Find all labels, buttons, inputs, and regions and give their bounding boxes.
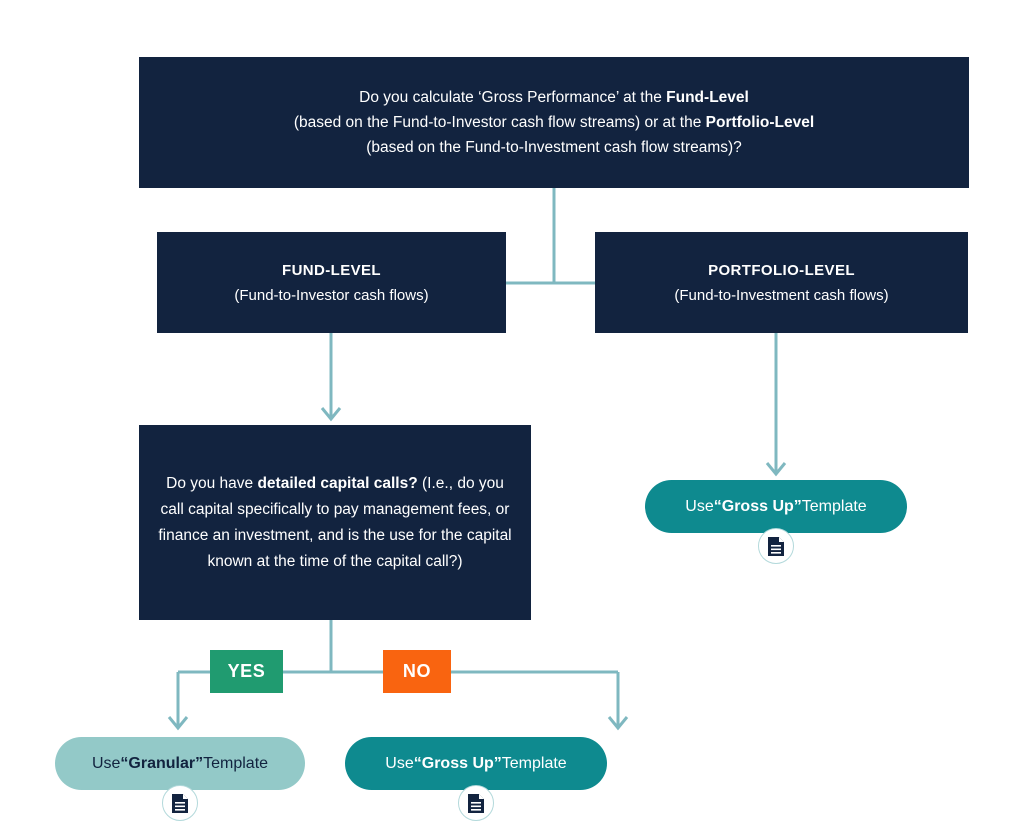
outcome-prefix: Use [385, 754, 414, 772]
outcome-prefix: Use [91, 754, 121, 772]
capital-calls-rest: (I.e., do you call capital specifically … [158, 474, 512, 570]
document-icon[interactable] [162, 785, 198, 821]
arrowhead-portfolio [765, 462, 787, 477]
question-line-2: (based on the Fund-to-Investor cash flow… [153, 110, 955, 135]
outcome-gross-up-pill[interactable]: Use “Gross Up” Template [345, 737, 607, 790]
fund-level-title: FUND-LEVEL [282, 261, 381, 279]
decision-yes-chip[interactable]: YES [210, 650, 283, 693]
document-icon[interactable] [458, 785, 494, 821]
outcome-suffix: Template [801, 497, 867, 515]
outcome-suffix: Template [203, 754, 269, 772]
document-icon-glyph [171, 793, 188, 813]
outcome-suffix: Template [501, 754, 567, 772]
question-box: Do you calculate ‘Gross Performance’ at … [139, 57, 969, 188]
decision-yes-label: YES [227, 661, 266, 681]
arrowhead-yes [167, 716, 189, 731]
capital-calls-text: Do you have detailed capital calls? (I.e… [139, 471, 531, 575]
document-icon-glyph [467, 793, 484, 813]
capital-calls-question-box: Do you have detailed capital calls? (I.e… [139, 425, 531, 620]
portfolio-level-title: PORTFOLIO-LEVEL [708, 261, 855, 279]
outcome-prefix: Use [685, 497, 714, 515]
capital-calls-emphasis: detailed capital calls? [257, 474, 418, 492]
capital-calls-lead: Do you have [166, 474, 258, 492]
outcome-template-name: “Gross Up” [413, 754, 502, 772]
question-line-2-text: (based on the Fund-to-Investor cash flow… [293, 114, 706, 131]
fund-level-subtitle: (Fund-to-Investor cash flows) [234, 286, 429, 304]
arrowhead-fundlevel [320, 407, 342, 422]
outcome-granular-pill[interactable]: Use “Granular” Template [55, 737, 305, 790]
arrowhead-no [607, 716, 629, 731]
document-icon[interactable] [758, 528, 794, 564]
question-portfolio-level-emphasis: Portfolio-Level [705, 114, 815, 131]
outcome-template-name: “Gross Up” [713, 497, 802, 515]
outcome-gross-up-portfolio-pill[interactable]: Use “Gross Up” Template [645, 480, 907, 533]
decision-no-chip[interactable]: NO [383, 650, 451, 693]
fund-level-box: FUND-LEVEL (Fund-to-Investor cash flows) [157, 232, 506, 333]
decision-no-label: NO [402, 661, 432, 681]
question-fund-level-emphasis: Fund-Level [666, 89, 749, 106]
question-line-3: (based on the Fund-to-Investment cash fl… [366, 139, 742, 156]
document-icon-glyph [767, 536, 784, 556]
question-line-1: Do you calculate ‘Gross Performance’ at … [153, 85, 955, 110]
portfolio-level-box: PORTFOLIO-LEVEL (Fund-to-Investment cash… [595, 232, 968, 333]
portfolio-level-subtitle: (Fund-to-Investment cash flows) [674, 286, 889, 304]
outcome-template-name: “Granular” [120, 754, 204, 772]
question-line-1-text: Do you calculate ‘Gross Performance’ at … [359, 89, 667, 106]
